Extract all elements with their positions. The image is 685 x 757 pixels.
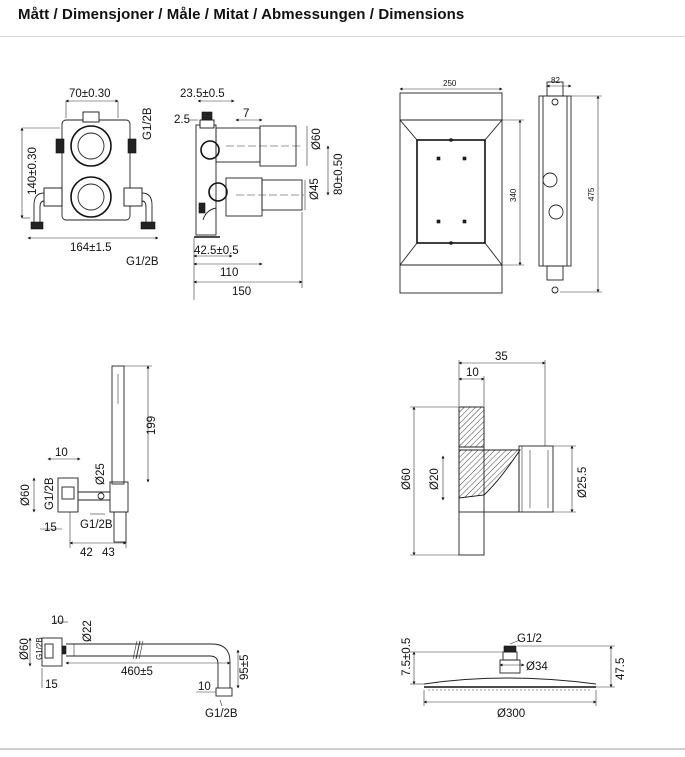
cover-side-view: 82 475 <box>538 76 602 294</box>
dim-80: 80±0.50 <box>333 154 345 196</box>
overhead-shower-view: G1/2 7.5±0.5 Ø34 47.5 Ø300 <box>401 633 627 720</box>
dim-2-5: 2.5 <box>174 114 190 126</box>
sa-thread-end: G1/2B <box>205 708 238 720</box>
cover-plate-front-view: 250 340 <box>399 79 524 294</box>
thread-top-label: G1/2B <box>142 107 154 140</box>
shower-arm-view: 10 Ø22 Ø60 G1/2B 460±5 95±5 15 10 G1/2B <box>19 615 251 720</box>
dim-110: 110 <box>220 267 238 279</box>
oh-dim-7-5: 7.5±0.5 <box>401 638 413 676</box>
dim-164: 164±1.5 <box>70 242 112 254</box>
wo-dia-60: Ø60 <box>401 468 413 490</box>
oh-dia-34: Ø34 <box>526 661 548 673</box>
hs-dim-43: 43 <box>102 547 115 559</box>
sa-thread-flange: G1/2B <box>35 637 44 660</box>
oh-dim-47-5: 47.5 <box>615 658 627 680</box>
sa-dia-22: Ø22 <box>82 620 94 642</box>
hs-dia-60: Ø60 <box>20 484 32 506</box>
dia-45: Ø45 <box>309 178 321 200</box>
oh-dia-300: Ø300 <box>497 708 525 720</box>
hs-dim-15: 15 <box>44 522 57 534</box>
sa-dia-60: Ø60 <box>19 638 31 660</box>
dia-60: Ø60 <box>311 128 323 150</box>
dim-42-5: 42.5±0.5 <box>194 245 239 257</box>
dim-7: 7 <box>243 108 249 120</box>
dim-70: 70±0.30 <box>69 88 111 100</box>
sa-dim-10-top: 10 <box>51 615 64 627</box>
cover-width: 250 <box>443 79 457 88</box>
dim-140: 140±0.30 <box>27 147 39 195</box>
hs-dim-10: 10 <box>55 447 68 459</box>
dim-150: 150 <box>232 286 251 298</box>
thread-bottom-label: G1/2B <box>126 256 159 268</box>
cover-depth: 82 <box>551 76 560 85</box>
valve-front-view: 70±0.30 140±0.30 G1/2B 164±1.5 G1/2B <box>20 88 159 268</box>
sa-dim-10-bottom: 10 <box>198 681 211 693</box>
sa-dim-95: 95±5 <box>239 655 251 681</box>
hs-dim-42: 42 <box>80 547 93 559</box>
wo-dim-10: 10 <box>466 367 479 379</box>
bottom-divider <box>0 748 685 750</box>
cover-side-height: 475 <box>587 187 596 201</box>
cover-height: 340 <box>509 188 518 202</box>
wo-dia-25-5: Ø25.5 <box>577 467 589 498</box>
wall-outlet-view: 35 10 Ø60 Ø20 Ø25.5 <box>401 351 589 556</box>
hand-shower-view: 199 10 Ø25 Ø60 G1/2B 15 G1/2B 42 43 <box>20 365 158 559</box>
page-title: Mått / Dimensjoner / Måle / Mitat / Abme… <box>18 6 465 23</box>
hs-thread-inner: G1/2B <box>44 477 56 510</box>
valve-side-view: 23.5±0.5 2.5 7 Ø60 Ø45 80±0.50 42.5±0.5 … <box>174 88 345 300</box>
sa-dim-15: 15 <box>45 679 58 691</box>
wo-dim-35: 35 <box>495 351 508 363</box>
hs-thread-outer: G1/2B <box>80 519 113 531</box>
hs-dia-25: Ø25 <box>95 463 107 485</box>
title-divider <box>0 36 685 37</box>
dim-23-5: 23.5±0.5 <box>180 88 225 100</box>
sa-dim-460: 460±5 <box>121 666 153 678</box>
wo-dia-20: Ø20 <box>429 468 441 490</box>
hs-dim-199: 199 <box>146 416 158 435</box>
oh-thread: G1/2 <box>517 633 542 645</box>
